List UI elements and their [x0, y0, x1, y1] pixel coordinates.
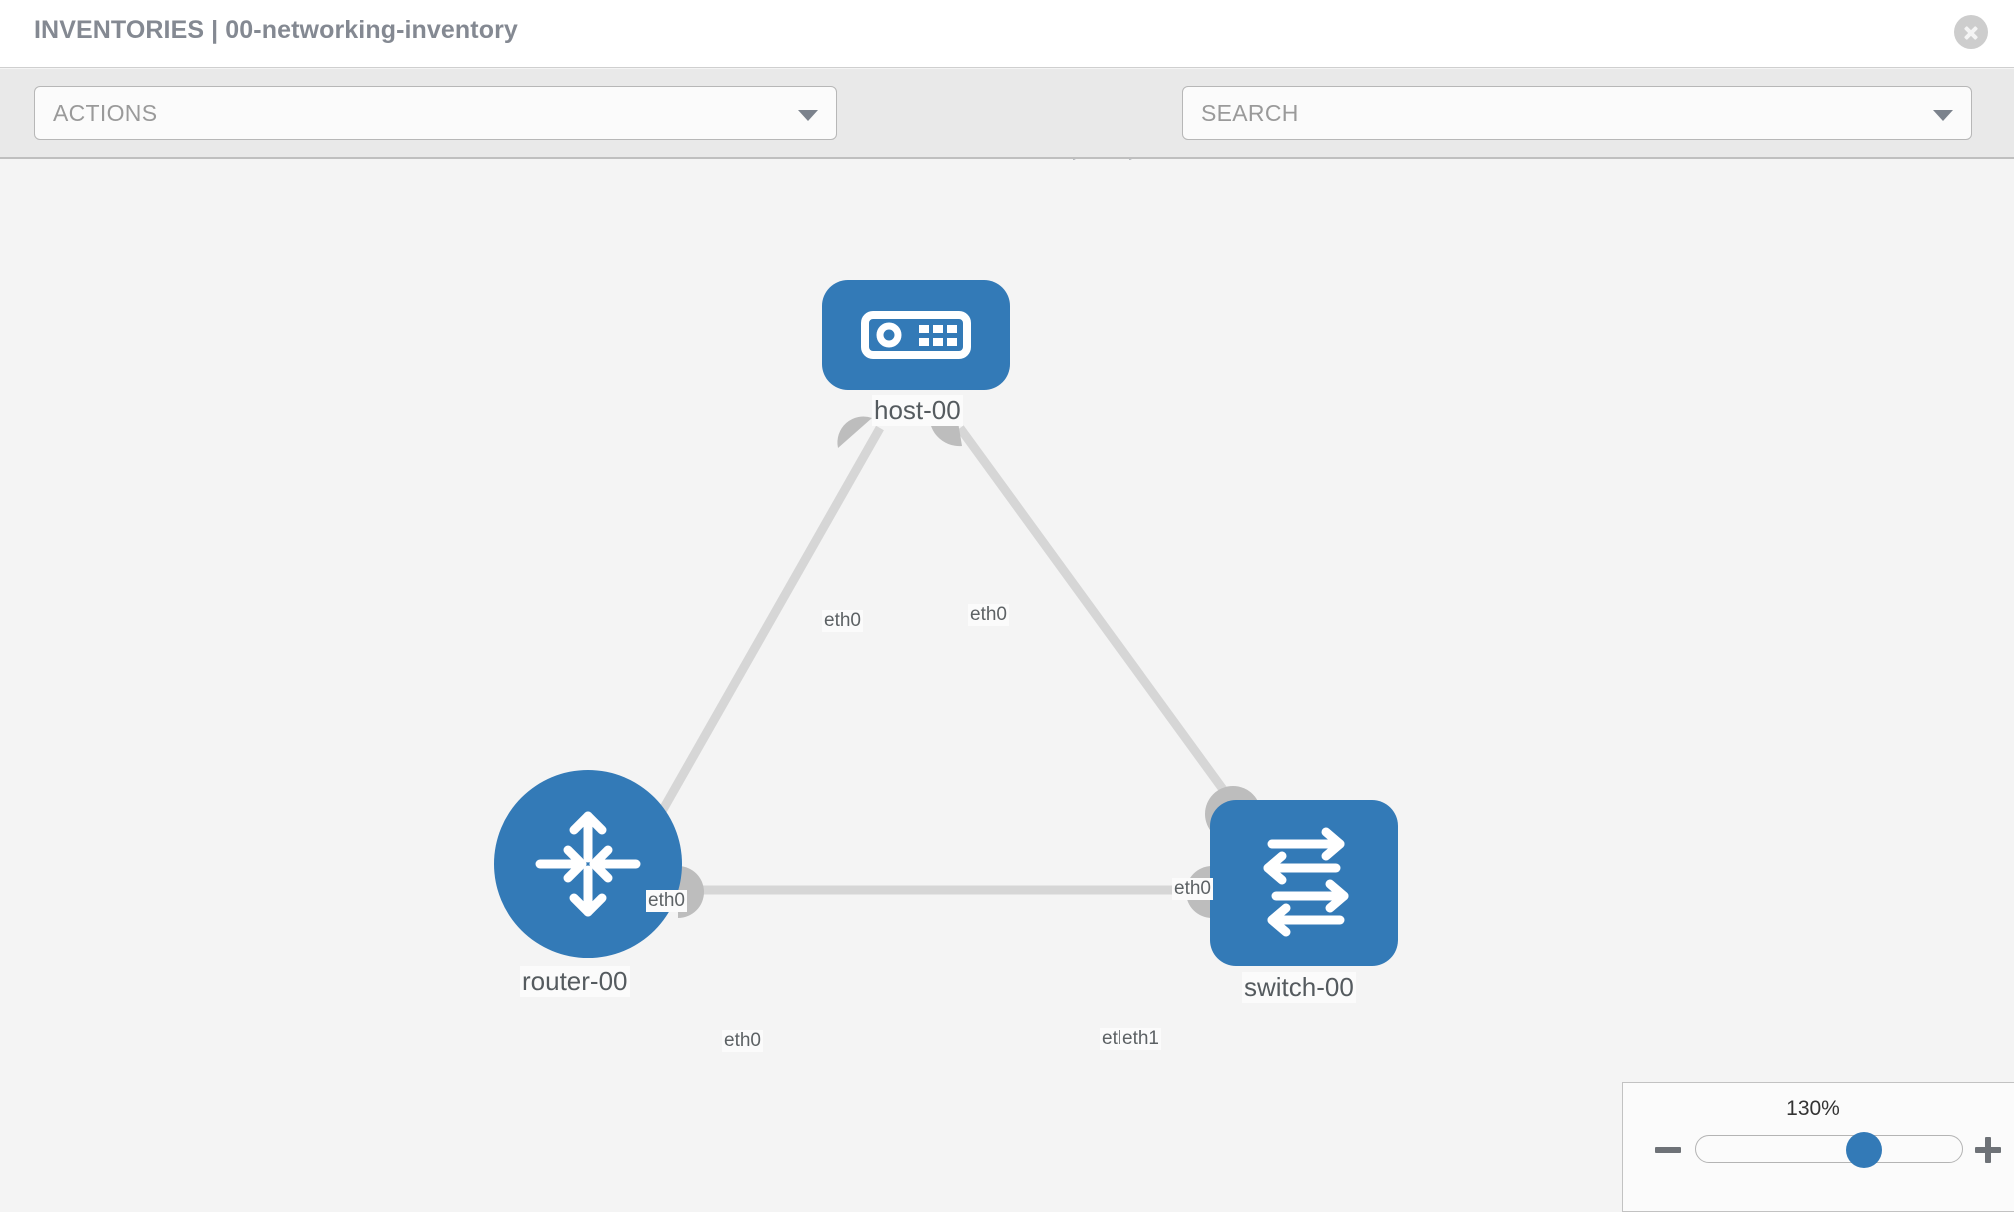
- chevron-down-icon[interactable]: [1933, 110, 1953, 121]
- switch-arrows-icon: [1263, 827, 1349, 937]
- actions-dropdown-label: ACTIONS: [53, 100, 158, 126]
- edge-label-router-up: eth0: [646, 890, 687, 912]
- zoom-level-label: 130%: [1786, 1097, 1840, 1120]
- edge-host-switch: [956, 425, 1242, 813]
- edge-label-switch-left: eth1: [1120, 1028, 1161, 1050]
- router-arrows-icon: [535, 811, 641, 917]
- node-switch-00-shape[interactable]: [1210, 800, 1398, 966]
- edge-label-host-right: eth0: [968, 604, 1009, 626]
- node-router-00-shape[interactable]: [494, 770, 682, 958]
- page-title: INVENTORIES | 00-networking-inventory: [34, 16, 518, 44]
- node-host-00-shape[interactable]: [822, 280, 1010, 390]
- search-placeholder: SEARCH: [1201, 100, 1299, 126]
- connector-nub-host-left: [837, 416, 872, 448]
- edge-label-switch-up: eth0: [1172, 878, 1213, 900]
- zoom-slider-track[interactable]: [1695, 1132, 1963, 1168]
- page-header: INVENTORIES | 00-networking-inventory: [0, 0, 2014, 68]
- close-icon[interactable]: [1954, 15, 1988, 49]
- edge-host-router: [636, 425, 884, 853]
- zoom-control-panel[interactable]: 130%: [1622, 1082, 2014, 1212]
- chevron-down-icon: [798, 110, 818, 121]
- edge-label-router-right: eth0: [722, 1030, 763, 1052]
- zoom-slider-thumb[interactable]: [1846, 1132, 1882, 1168]
- node-switch-00-label: switch-00: [1242, 972, 1356, 1003]
- edge-label-host-left: eth0: [822, 610, 863, 632]
- actions-dropdown[interactable]: ACTIONS: [34, 86, 837, 140]
- node-router-00-label: router-00: [520, 966, 630, 997]
- node-host-00-label: host-00: [872, 395, 963, 426]
- toolbar: ACTIONS SEARCH: [0, 69, 2014, 192]
- minus-icon[interactable]: [1653, 1135, 1683, 1165]
- search-input[interactable]: SEARCH: [1182, 86, 1972, 140]
- plus-icon[interactable]: [1973, 1135, 2003, 1165]
- topology-canvas[interactable]: host-00 router-00: [0, 160, 2014, 1200]
- server-icon: [861, 311, 971, 359]
